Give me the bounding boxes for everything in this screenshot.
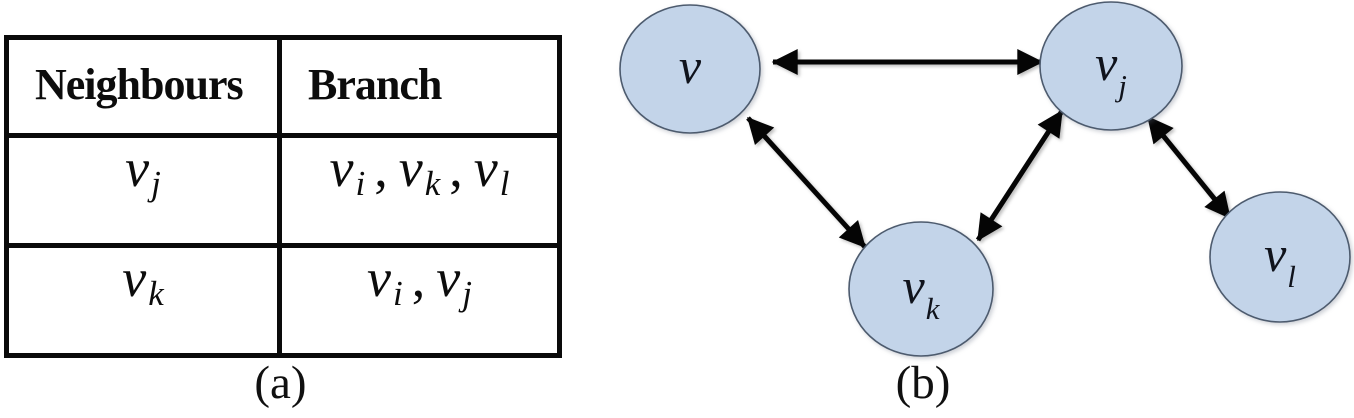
- math-subscript: k: [148, 274, 164, 314]
- col-header-neighbours: Neighbours: [4, 35, 282, 138]
- table-header-row: Neighbours Branch: [4, 35, 562, 138]
- math-subscript: i: [393, 274, 403, 314]
- math-subscript: j: [462, 274, 472, 314]
- node-label-vj: vj: [1095, 35, 1127, 103]
- edge-vk-vj: [975, 109, 1065, 242]
- math-subscript: l: [499, 164, 510, 204]
- separator: ,: [374, 138, 388, 198]
- edge-v-vk: [746, 116, 867, 249]
- math-subscript: j: [151, 164, 161, 204]
- col-header-branch: Branch: [277, 35, 562, 138]
- math-var: v: [367, 248, 392, 308]
- math-var: v: [398, 138, 423, 198]
- cell-branch: vi,vj: [277, 243, 562, 358]
- cell-neighbours: vk: [4, 243, 282, 358]
- node-label-vl: vl: [1264, 226, 1296, 294]
- node-vj: [1039, 1, 1183, 131]
- cell-neighbours: vj: [4, 133, 282, 248]
- node-layer: v vj vk vl: [619, 1, 1351, 357]
- node-vk: [848, 221, 994, 357]
- node-label-v: v: [679, 38, 702, 94]
- edge-vj-vl: [1146, 115, 1232, 220]
- node-label-vk: vk: [903, 258, 941, 326]
- math-var: v: [125, 138, 150, 198]
- edge-layer: [746, 49, 1232, 249]
- math-var: v: [473, 138, 498, 198]
- math-var: v: [436, 248, 461, 308]
- math-subscript: k: [424, 164, 441, 204]
- cell-branch: vi,vk,vl: [277, 133, 562, 248]
- node-v: [619, 4, 761, 134]
- caption-b: (b): [895, 357, 951, 409]
- separator: ,: [449, 138, 463, 198]
- math-var: v: [122, 248, 147, 308]
- separator: ,: [411, 248, 426, 308]
- math-subscript: i: [355, 164, 366, 204]
- caption-a: (a): [254, 357, 307, 409]
- math-var: v: [329, 138, 354, 198]
- node-vl: [1209, 191, 1351, 323]
